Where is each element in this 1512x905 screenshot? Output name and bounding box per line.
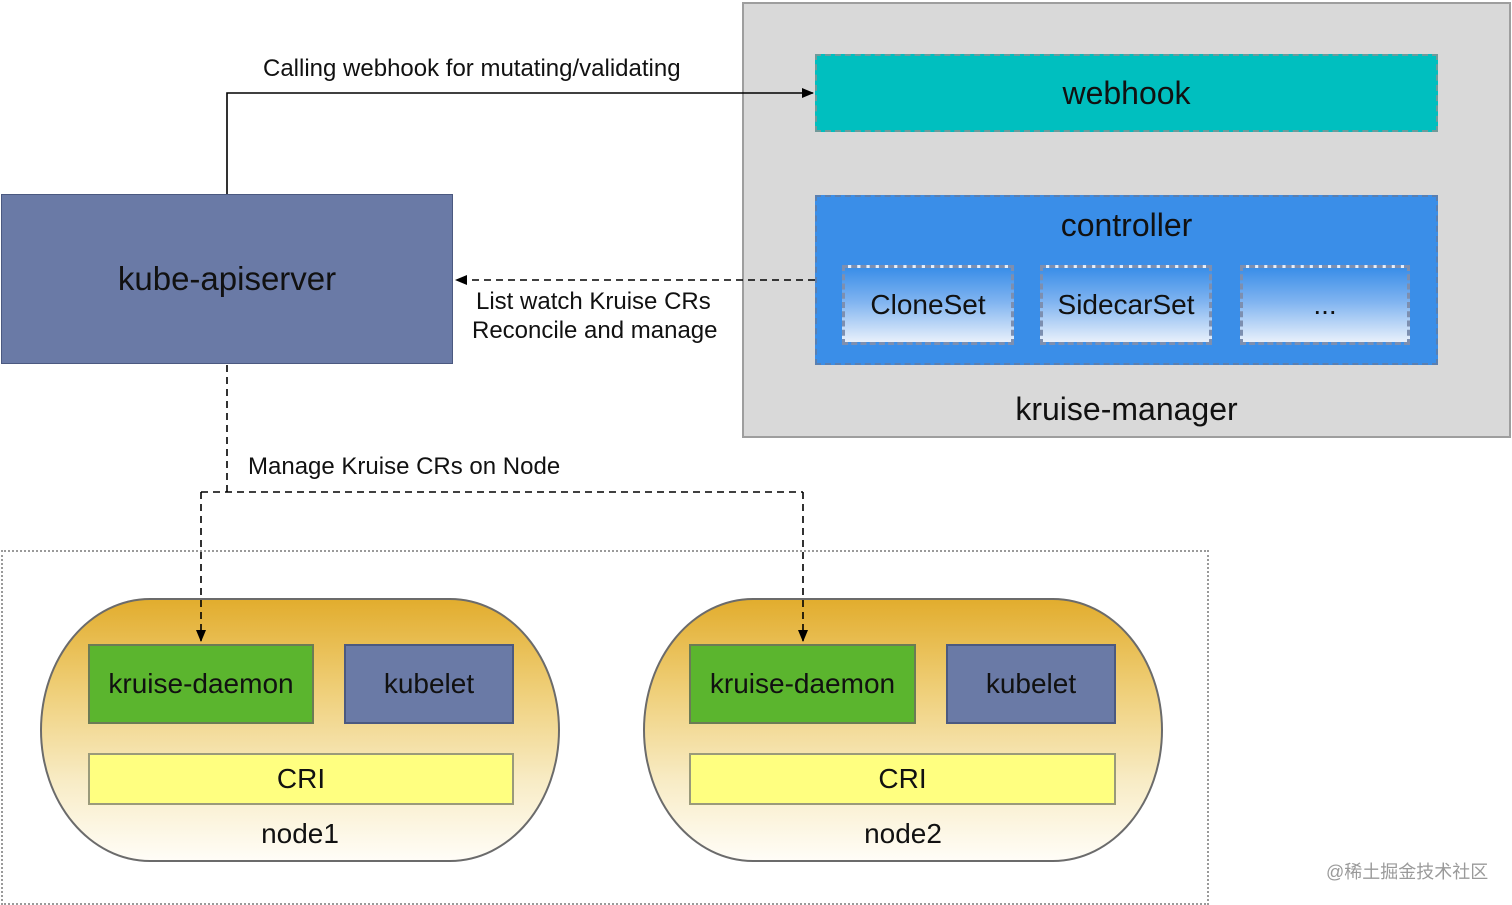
watermark: @稀土掘金技术社区 [1326, 862, 1489, 882]
webhook-call-label: Calling webhook for mutating/validating [263, 55, 681, 82]
webhook-call-arrow [226, 88, 814, 194]
webhook-box: webhook [815, 54, 1438, 132]
node2-box [643, 598, 1163, 862]
node2-cri: CRI [689, 753, 1116, 805]
node1-box [40, 598, 560, 862]
kube-apiserver-box: kube-apiserver [1, 194, 453, 364]
node1-kubelet: kubelet [344, 644, 514, 724]
node1-cri: CRI [88, 753, 514, 805]
list-watch-label-line1: List watch Kruise CRs [476, 288, 711, 315]
manage-node-label: Manage Kruise CRs on Node [248, 453, 561, 480]
node2-label: node2 [864, 818, 942, 849]
node2-kruise-daemon: kruise-daemon [689, 644, 916, 724]
kruise-manager-label: kruise-manager [1015, 390, 1238, 427]
more-controllers-box: ... [1240, 265, 1410, 345]
node-cluster-boundary [1, 550, 1209, 905]
controller-label: controller [1060, 206, 1193, 243]
node2-kubelet: kubelet [946, 644, 1116, 724]
list-watch-label-line2: Reconcile and manage [472, 317, 718, 344]
node1-label: node1 [261, 818, 339, 849]
cloneset-box: CloneSet [842, 265, 1014, 345]
sidecarset-box: SidecarSet [1040, 265, 1212, 345]
node1-kruise-daemon: kruise-daemon [88, 644, 314, 724]
